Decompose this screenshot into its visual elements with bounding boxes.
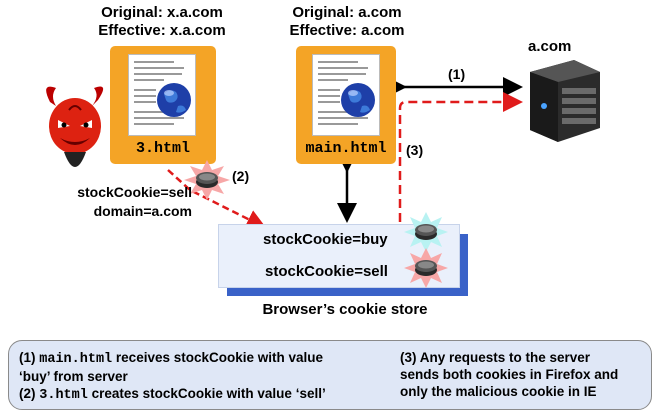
note-1-line1: (1) main.html receives stockCookie with … [19,349,399,368]
attacker-cookie-line2: domain=a.com [93,203,192,219]
globe-icon [340,82,376,118]
notes-box: (1) main.html receives stockCookie with … [8,340,652,410]
note-1-line2: ‘buy’ from server [19,369,128,384]
note-2-num: (2) [19,386,40,401]
note-3-line3: only the malicious cookie in IE [400,384,597,399]
note-2-rest: creates stockCookie with value ‘sell’ [87,386,326,401]
mid-origin-label: Original: a.com [292,4,402,21]
devil-icon [36,82,114,182]
mid-effective-label: Effective: a.com [289,22,405,39]
note-left: (1) main.html receives stockCookie with … [19,349,399,404]
left-effective-label: Effective: x.a.com [98,22,226,39]
note-3-line1: (3) Any requests to the server [400,350,591,365]
attacker-cookie-label: stockCookie=sell domain=a.com [42,183,192,221]
mid-page-header: Original: a.com Effective: a.com [262,4,432,40]
note-1-rest: receives stockCookie with value [112,350,324,365]
cookie-store-caption: Browser’s cookie store [262,301,428,318]
note-2-file: 3.html [39,388,88,403]
note-1-num: (1) [19,350,40,365]
server-label: a.com [528,38,572,55]
globe-icon [156,82,192,118]
left-filename: 3.html [135,140,190,157]
note-right: (3) Any requests to the server sends bot… [400,349,645,400]
cookie-entry-buy: stockCookie=buy [263,231,388,248]
cookie-icon [404,248,448,288]
arrow-2 [167,169,267,229]
mid-document-card: main.html [296,46,396,164]
cookie-entry-sell: stockCookie=sell [265,263,388,280]
note-3-line2: sends both cookies in Firefox and [400,367,619,382]
left-page-header: Original: x.a.com Effective: x.a.com [72,4,252,40]
arrow-3-label: (3) [406,142,424,158]
arrow-2-label: (2) [232,168,250,184]
note-2-line1: (2) 3.html creates stockCookie with valu… [19,385,399,404]
arrow-1-label: (1) [448,66,466,82]
cookie-icon [184,160,230,200]
server-icon [524,58,604,144]
attacker-cookie-line1: stockCookie=sell [77,184,192,200]
cookie-icon [404,212,448,252]
mid-filename: main.html [305,140,387,157]
left-document-card: 3.html [110,46,216,164]
arrow-3 [398,92,523,222]
note-1-file: main.html [39,352,113,367]
cookie-store: stockCookie=buy stockCookie=sell [218,224,460,288]
left-origin-label: Original: x.a.com [101,4,223,21]
